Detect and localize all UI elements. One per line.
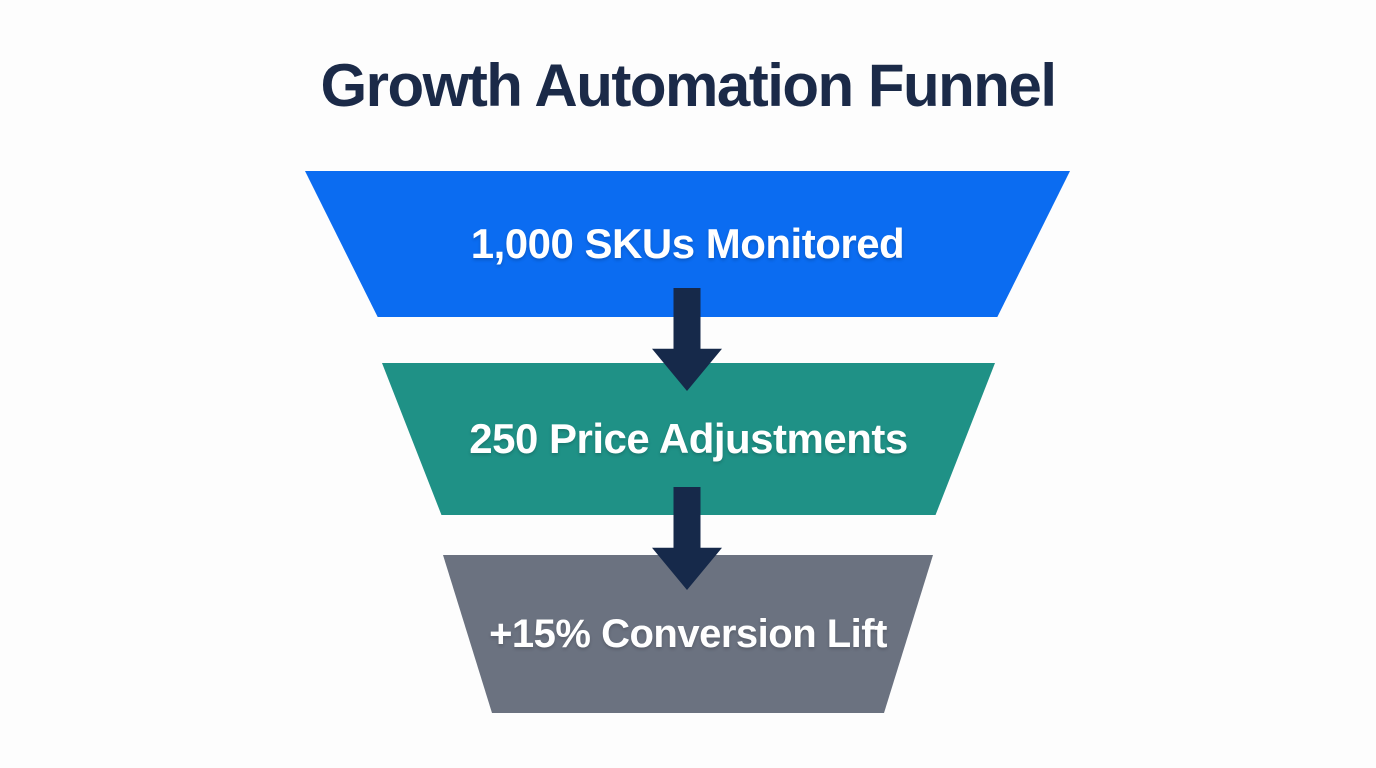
page-title: Growth Automation Funnel — [320, 52, 1057, 119]
stage-label-conversion-lift: +15% Conversion Lift — [489, 612, 887, 656]
funnel-stage-conversion-lift: +15% Conversion Lift — [443, 555, 933, 713]
stage-label-price-adjustments: 250 Price Adjustments — [469, 414, 908, 462]
stage-label-skus-monitored: 1,000 SKUs Monitored — [470, 219, 905, 267]
